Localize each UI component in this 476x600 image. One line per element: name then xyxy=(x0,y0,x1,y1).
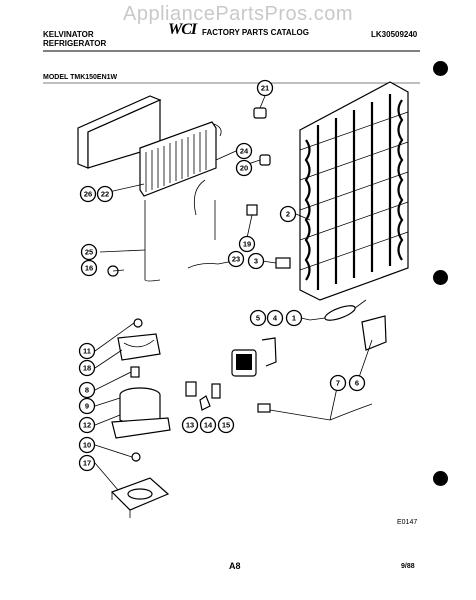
binder-hole-bottom xyxy=(433,471,448,486)
callout-12: 12 xyxy=(78,416,96,434)
svg-text:1: 1 xyxy=(292,314,296,323)
svg-text:14: 14 xyxy=(204,421,213,430)
relay-cover xyxy=(361,315,387,351)
power-cord xyxy=(269,403,373,421)
callout-6: 6 xyxy=(348,374,366,392)
svg-text:8: 8 xyxy=(85,386,89,395)
svg-text:21: 21 xyxy=(261,84,269,93)
callout-4: 4 xyxy=(266,309,284,327)
svg-text:16: 16 xyxy=(85,264,93,273)
svg-text:4: 4 xyxy=(273,314,278,323)
heater-lead xyxy=(193,179,206,216)
svg-text:23: 23 xyxy=(232,255,240,264)
relay-overload xyxy=(231,337,277,377)
svg-text:2: 2 xyxy=(286,210,290,219)
model-number: MODEL TMK150EN1W xyxy=(43,74,118,81)
appliance-type: REFRIGERATOR xyxy=(43,39,107,48)
callout-10: 10 xyxy=(78,436,96,454)
washer-part xyxy=(131,452,141,462)
compressor-base xyxy=(110,477,170,518)
svg-text:26: 26 xyxy=(84,190,92,199)
condenser-coil xyxy=(299,81,409,301)
svg-text:18: 18 xyxy=(83,364,91,373)
callout-16: 16 xyxy=(80,259,98,277)
callout-26: 26 xyxy=(79,185,97,203)
binder-hole-middle xyxy=(433,270,448,285)
grommet-mount xyxy=(130,366,140,378)
overload-part xyxy=(211,383,221,399)
callout-8: 8 xyxy=(78,381,96,399)
callout-23: 23 xyxy=(227,250,245,268)
bracket-part xyxy=(246,204,258,216)
svg-text:17: 17 xyxy=(83,459,91,468)
catalog-title: FACTORY PARTS CATALOG xyxy=(202,28,309,37)
callout-11: 11 xyxy=(78,342,96,360)
binder-hole-top xyxy=(433,61,448,76)
watermark: AppliancePartsPros.com xyxy=(123,3,353,25)
nut-part xyxy=(133,318,143,328)
svg-text:3: 3 xyxy=(254,257,258,266)
page-number: A8 xyxy=(229,561,241,571)
defrost-heater-assembly xyxy=(139,121,222,197)
callout-15: 15 xyxy=(217,416,235,434)
callout-24: 24 xyxy=(235,142,253,160)
filter-drier xyxy=(309,299,367,321)
wci-logo: WCI xyxy=(168,21,197,38)
svg-text:6: 6 xyxy=(355,379,359,388)
callout-9: 9 xyxy=(78,397,96,415)
svg-text:15: 15 xyxy=(222,421,230,430)
svg-text:20: 20 xyxy=(240,164,248,173)
drain-tube xyxy=(144,200,161,282)
bracket-clamp xyxy=(275,257,291,269)
svg-text:22: 22 xyxy=(101,190,109,199)
compressor xyxy=(111,387,171,439)
callout-3: 3 xyxy=(247,252,265,270)
catalog-date: 9/88 xyxy=(401,563,415,570)
callout-1: 1 xyxy=(285,309,303,327)
svg-text:5: 5 xyxy=(256,314,260,323)
callout-18: 18 xyxy=(78,359,96,377)
callout-21: 21 xyxy=(256,79,274,97)
callout-13: 13 xyxy=(181,416,199,434)
drawing-reference: E0147 xyxy=(397,519,418,526)
callout-20: 20 xyxy=(235,159,253,177)
wire-harness xyxy=(187,263,219,269)
callout-22: 22 xyxy=(96,185,114,203)
svg-text:13: 13 xyxy=(186,421,194,430)
svg-text:19: 19 xyxy=(243,240,251,249)
terminal-part xyxy=(199,395,211,411)
callout-25: 25 xyxy=(80,243,98,261)
svg-text:12: 12 xyxy=(83,421,91,430)
grommet-part xyxy=(253,107,267,119)
clip-part xyxy=(259,154,271,166)
svg-text:25: 25 xyxy=(85,248,93,257)
callout-14: 14 xyxy=(199,416,217,434)
cord-plug xyxy=(257,403,271,413)
svg-text:24: 24 xyxy=(240,147,249,156)
callout-19: 19 xyxy=(238,235,256,253)
manufacturer-name: KELVINATOR xyxy=(43,30,94,39)
svg-text:10: 10 xyxy=(83,441,91,450)
svg-text:11: 11 xyxy=(83,347,91,356)
callout-17: 17 xyxy=(78,454,96,472)
svg-text:7: 7 xyxy=(336,379,340,388)
svg-text:9: 9 xyxy=(85,402,89,411)
callout-5: 5 xyxy=(249,309,267,327)
callout-2: 2 xyxy=(279,205,297,223)
catalog-code: LK30509240 xyxy=(371,30,418,39)
start-relay xyxy=(185,381,197,397)
callout-7: 7 xyxy=(329,374,347,392)
